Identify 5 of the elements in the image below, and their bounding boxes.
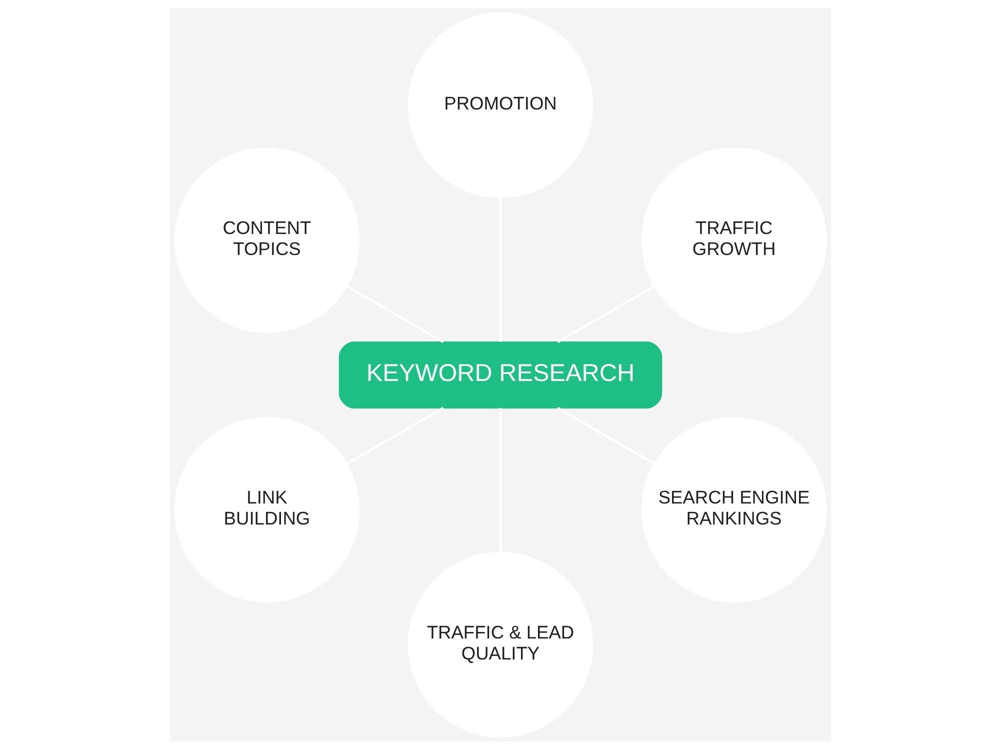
node-box: KEYWORD RESEARCH xyxy=(338,341,662,409)
connector xyxy=(556,285,654,344)
connector xyxy=(346,406,444,465)
connector xyxy=(556,406,654,465)
connector xyxy=(346,285,444,344)
